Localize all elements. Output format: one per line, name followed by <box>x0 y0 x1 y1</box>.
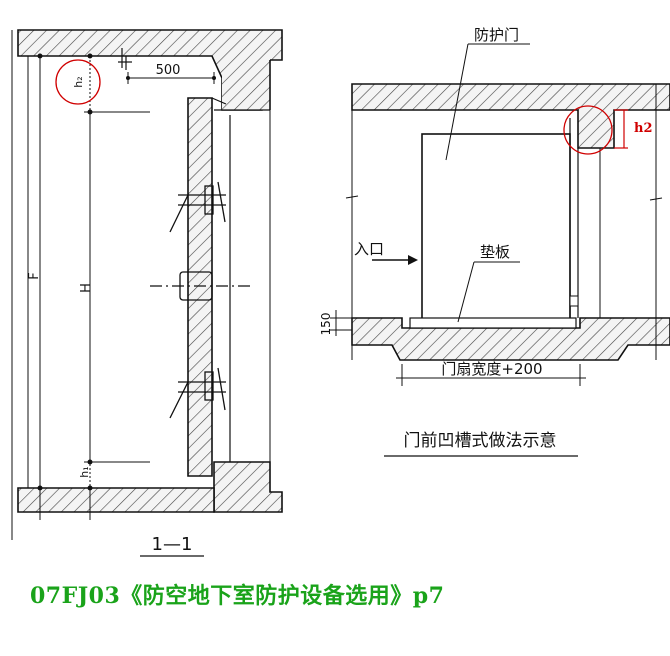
entrance-arrow-head <box>408 255 418 265</box>
h1-label: h₁ <box>78 466 91 477</box>
hinge-block <box>569 295 579 307</box>
h-label: H <box>79 283 94 293</box>
dim-150-lines <box>330 310 352 336</box>
protective-door-label: 防护门 <box>474 26 519 44</box>
section-title: 1—1 <box>152 534 193 555</box>
h2-highlight-circle <box>55 59 101 105</box>
lower-hinge <box>169 367 226 419</box>
section-1-1-view: 500 h₂ F H h₁ 1—1 <box>11 29 283 557</box>
h2-label: h₂ <box>72 76 85 87</box>
right-wall-lower <box>213 461 283 513</box>
door-leader <box>445 43 469 161</box>
ceiling-anchor <box>118 48 132 70</box>
f-label: F <box>27 272 42 279</box>
h2-marker-label: h2 <box>634 121 653 136</box>
protective-door-panel <box>421 133 571 321</box>
pad-leader <box>457 261 475 323</box>
pad-strip <box>409 317 577 329</box>
source-caption: 07FJ03《防空地下室防护设备选用》p7 <box>30 583 445 609</box>
door-leaf <box>187 97 213 477</box>
dim-150-label: 150 <box>319 313 333 336</box>
dim-500-label: 500 <box>156 63 181 78</box>
pad-label: 垫板 <box>480 243 510 261</box>
recess-detail-view: 入口 防护门 垫板 150 门扇宽度+200 h2 门前凹槽式做法示意 <box>319 26 670 457</box>
entrance-label: 入口 <box>354 240 384 258</box>
upper-hinge <box>169 181 226 233</box>
dimension-lines <box>39 55 215 520</box>
detail-caption: 门前凹槽式做法示意 <box>404 431 557 451</box>
h2-marker-circle <box>563 105 613 155</box>
bottom-slab <box>17 487 215 513</box>
break-lines <box>345 84 663 360</box>
dimension-ticks <box>37 53 216 491</box>
middle-handle <box>150 271 250 301</box>
dim-width-lines <box>396 364 586 386</box>
door-edge <box>211 97 227 105</box>
right-wall-upper <box>222 56 270 110</box>
dim-width-label: 门扇宽度+200 <box>441 360 542 378</box>
